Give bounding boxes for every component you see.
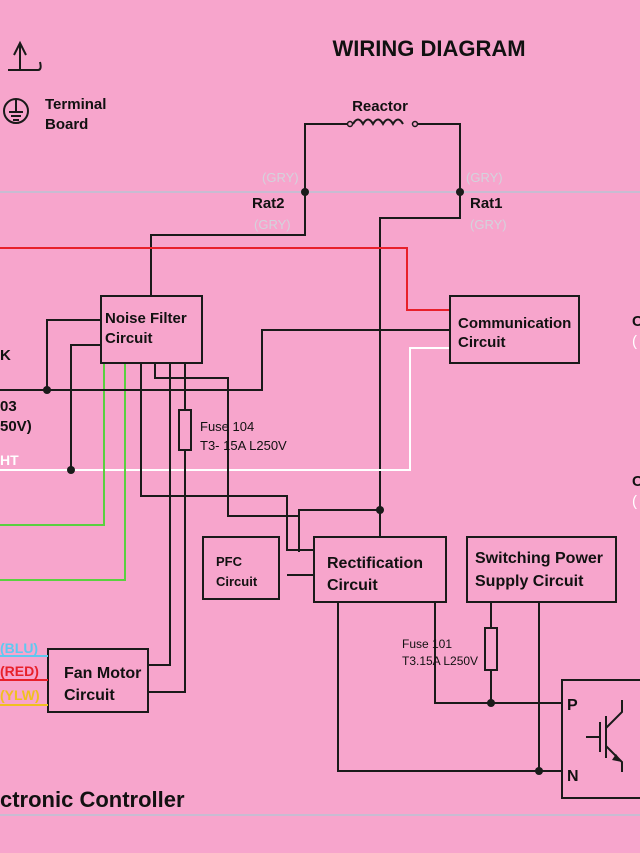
- noise-filter-block: [100, 295, 203, 364]
- reactor-label: Reactor: [352, 98, 408, 115]
- communication-block: [449, 295, 580, 364]
- noise-filter-label-2: Circuit: [105, 330, 153, 347]
- module-pin-n: N: [567, 768, 579, 785]
- rectification-label-2: Circuit: [327, 577, 378, 594]
- rectification-label-1: Rectification: [327, 555, 423, 572]
- earth-icon: [8, 40, 42, 71]
- rect-top-wire: [298, 509, 380, 552]
- motor-wire-blu: (BLU): [0, 640, 38, 656]
- communication-label-2: Circuit: [458, 334, 506, 351]
- power-module-block: [561, 679, 640, 799]
- rat2-label: Rat2: [252, 195, 285, 212]
- fuse104-label-1: Fuse 104: [200, 419, 254, 434]
- white-line-wire: [0, 347, 450, 471]
- fuse101-icon: [484, 627, 498, 671]
- ht-branch-wire: [70, 344, 101, 470]
- junction-node: [376, 506, 384, 514]
- junction-node: [67, 466, 75, 474]
- junction-node: [43, 386, 51, 394]
- pfc-label-2: Circuit: [216, 574, 258, 589]
- pfc-label-1: PFC: [216, 554, 243, 569]
- junction-node: [487, 699, 495, 707]
- fuse101-label-1: Fuse 101: [402, 637, 452, 651]
- rectification-block: [313, 536, 447, 603]
- motor-wire-ylw: (YLW): [0, 687, 40, 703]
- rect-bottom-wire: [337, 602, 562, 772]
- left-fragment-k: K: [0, 347, 11, 364]
- fuse104-icon: [178, 409, 192, 451]
- red-line-wire: [0, 247, 450, 311]
- terminal-board-icon: [3, 98, 29, 124]
- filter-to-pfc-wire: [140, 363, 314, 551]
- right-fragment-p2: (: [632, 493, 637, 510]
- rat1-label: Rat1: [470, 195, 503, 212]
- rat1-wire-bottom: (GRY): [470, 217, 507, 232]
- igbt-icon: [586, 700, 623, 772]
- reactor-coil-icon: [304, 118, 461, 190]
- fuse104-wire-lower: [148, 450, 186, 693]
- fan-motor-feed-wire: [148, 363, 171, 666]
- switching-power-block: [466, 536, 617, 603]
- fuse104-label-2: T3- 15A L250V: [200, 438, 287, 453]
- left-fragment-03: 03: [0, 398, 17, 415]
- switching-label-2: Supply Circuit: [475, 573, 584, 590]
- rat1-to-rectification-wire: [379, 192, 461, 537]
- right-fragment-c1: C: [632, 313, 640, 330]
- motor-wire-red: (RED): [0, 663, 39, 679]
- motor-wire-labels: [0, 655, 48, 706]
- terminal-board-label-1: Terminal: [45, 96, 106, 113]
- rat2-wire-top: (GRY): [262, 170, 299, 185]
- fan-motor-label-1: Fan Motor: [64, 665, 141, 682]
- rect-p-wire: [434, 602, 562, 704]
- right-fragment-c2: C: [632, 473, 640, 490]
- right-fragment-p1: (: [632, 333, 637, 350]
- communication-label-1: Communication: [458, 315, 571, 332]
- noise-filter-label-1: Noise Filter: [105, 310, 187, 327]
- left-fragment-ht: HT: [0, 452, 19, 468]
- k-wire: [46, 319, 101, 390]
- green-wire-1: [0, 363, 105, 526]
- diagram-title: WIRING DIAGRAM: [332, 36, 525, 61]
- rat2-wire-bottom: (GRY): [254, 217, 291, 232]
- rat1-wire-top: (GRY): [466, 170, 503, 185]
- module-pin-p: P: [567, 697, 578, 714]
- fuse101-label-2: T3.15A L250V: [402, 654, 478, 668]
- green-wire-2: [0, 363, 126, 581]
- junction-node: [535, 767, 543, 775]
- rat2-to-noise-filter-wire: [150, 192, 306, 296]
- switching-label-1: Switching Power: [475, 550, 603, 567]
- footer-label: ctronic Controller: [0, 787, 185, 812]
- neutral-wire: [0, 329, 450, 391]
- fan-motor-label-2: Circuit: [64, 687, 115, 704]
- pfc-block: [202, 536, 280, 600]
- left-fragment-50v: 50V): [0, 418, 32, 435]
- terminal-board-label-2: Board: [45, 116, 88, 133]
- filter-to-rect-wire: [154, 363, 300, 552]
